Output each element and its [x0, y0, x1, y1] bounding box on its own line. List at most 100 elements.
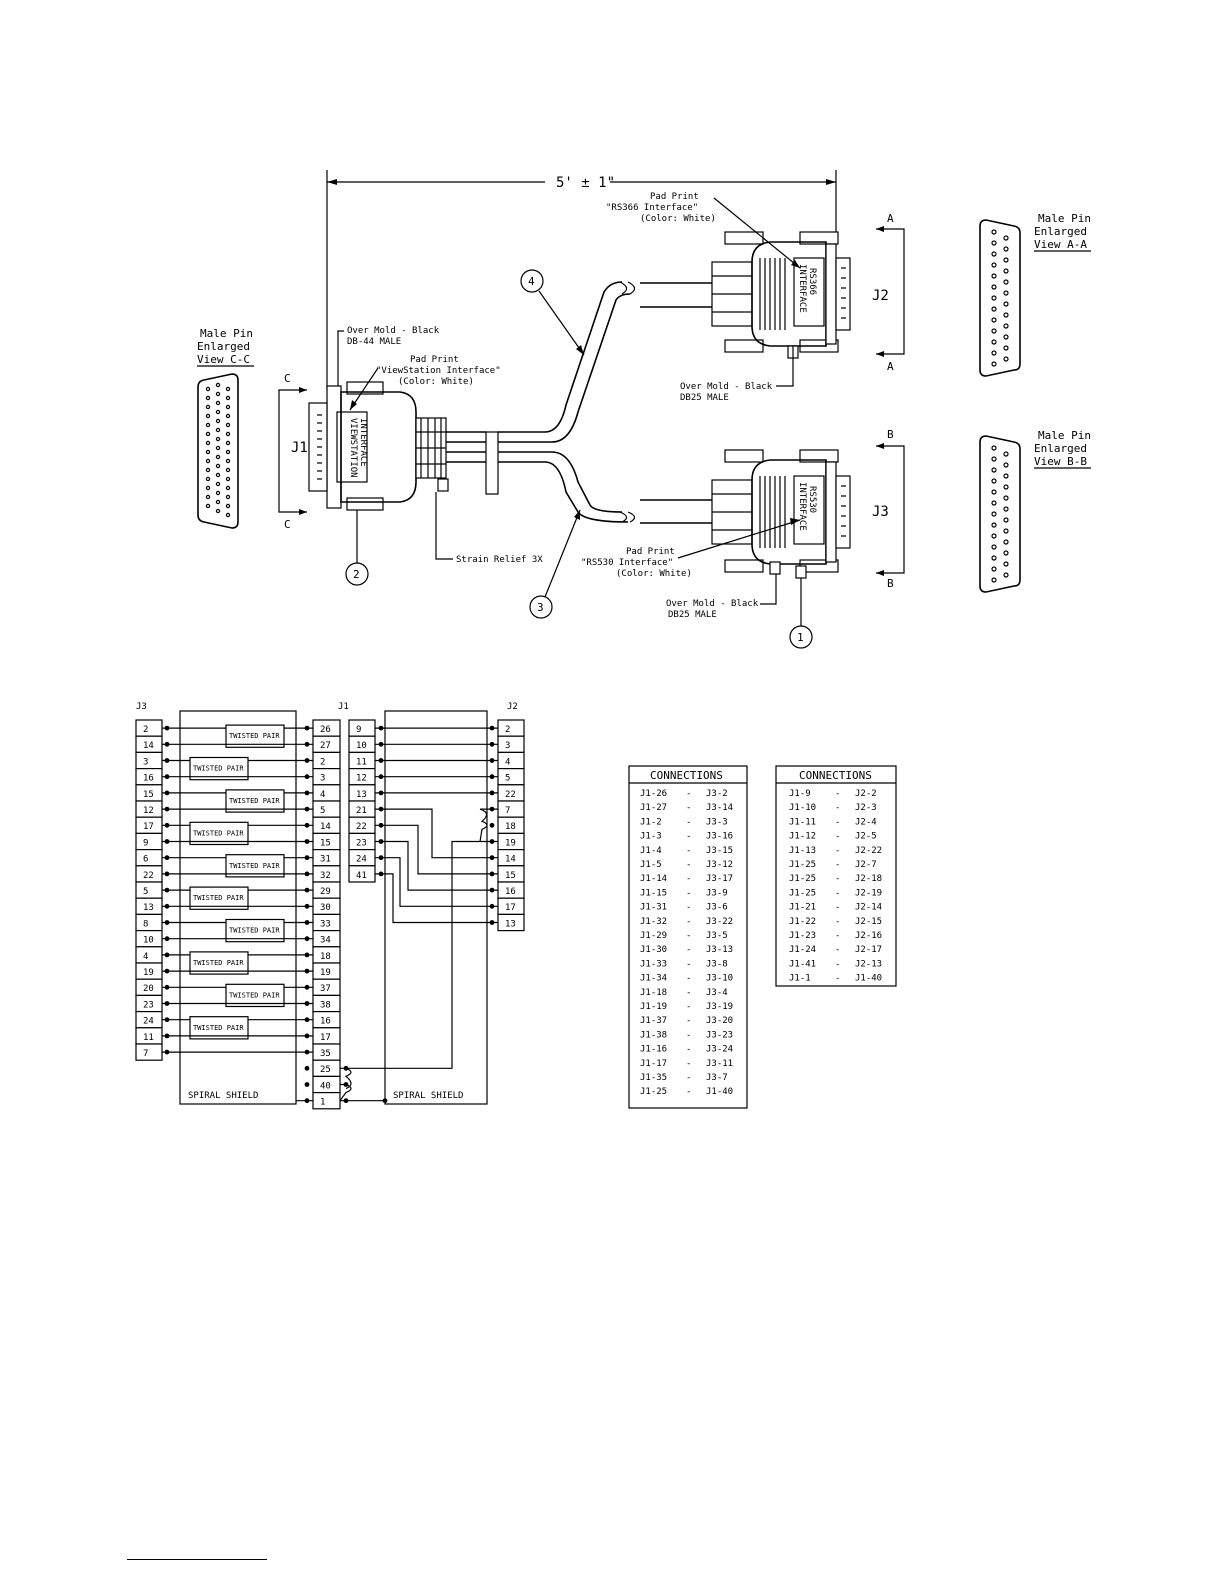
connections-j2-cell: -: [835, 959, 840, 969]
wire-end-dot: [489, 839, 495, 844]
wire-end-dot: [304, 1001, 310, 1006]
wire-end-dot: [378, 871, 384, 877]
connections-j3-cell: J3-3: [706, 817, 728, 827]
connections-j2-cell: -: [835, 931, 840, 941]
j1-left-pin-number: 17: [320, 1033, 331, 1043]
j3-padprint-line-2: "RS530 Interface": [581, 558, 673, 568]
j3-pin-number: 15: [143, 790, 154, 800]
view-cc-line-3: View C-C: [197, 353, 250, 366]
wire: [479, 808, 488, 842]
connections-j2-cell: -: [835, 803, 840, 813]
wire-end-dot: [304, 822, 310, 828]
connections-j2-cell: J1-25: [789, 874, 816, 884]
connections-j3-cell: -: [686, 1030, 691, 1040]
connections-j3-cell: J3-16: [706, 832, 733, 842]
connections-j3-cell: -: [686, 789, 691, 799]
j3-pin-box: [135, 913, 163, 932]
wire-end-dot: [378, 774, 384, 780]
wire-end-dot: [489, 725, 495, 731]
j3-label: J3: [872, 504, 889, 520]
j1-right-pin-number: 9: [356, 725, 361, 735]
j2-pin-number: 13: [505, 919, 516, 929]
j2-pin-number: 7: [505, 806, 510, 816]
j2-padprint-line-3: (Color: White): [640, 214, 716, 224]
connections-j2-cell: J1-13: [789, 846, 816, 856]
connections-j3-cell: -: [686, 803, 691, 813]
j3-pin-box: [135, 719, 163, 737]
schematic-j2-label: J2: [507, 702, 518, 712]
j3-pin-number: 11: [143, 1033, 154, 1043]
j1-left-pin-number: 16: [320, 1017, 331, 1027]
twisted-pair-label: TWISTED PAIR: [229, 732, 280, 740]
view-aa-line-1: Male Pin: [1038, 212, 1091, 225]
wire-end-dot: [343, 1098, 349, 1104]
wire-end-dot: [164, 790, 170, 796]
connections-j3-cell: J1-2: [640, 817, 662, 827]
connections-j3-cell: J1-14: [640, 874, 667, 884]
connections-j2-cell: J1-9: [789, 789, 811, 799]
j2-face-text-1: RS366: [807, 268, 817, 295]
view-aa-line-3: View A-A: [1034, 238, 1087, 251]
wire-end-dot: [304, 920, 310, 925]
connections-j2-cell: J1-41: [789, 959, 816, 969]
wire-end-dot: [304, 871, 310, 877]
connections-j3-cell: J3-20: [706, 1016, 733, 1026]
connections-j3-cell: J3-5: [706, 931, 728, 941]
j3-pin-number: 24: [143, 1017, 154, 1027]
connections-j3-cell: -: [686, 1059, 691, 1069]
connections-j2-cell: J2-7: [855, 860, 877, 870]
j2-pin-number: 16: [505, 887, 516, 897]
connections-j2-cell: J2-3: [855, 803, 877, 813]
connections-j3-cell: J1-19: [640, 1002, 667, 1012]
connections-j3-cell: -: [686, 974, 691, 984]
twisted-pair-box: TWISTED PAIR: [225, 918, 285, 943]
wire-end-dot: [164, 968, 170, 974]
twisted-pair-label: TWISTED PAIR: [193, 829, 244, 837]
connections-j2-cell: -: [835, 974, 840, 984]
j3-pin-number: 4: [143, 952, 148, 962]
wire-end-dot: [164, 936, 170, 942]
wire-end-dot: [489, 822, 495, 828]
view-bb-line-2: Enlarged: [1034, 442, 1087, 455]
j1-left-pin-number: 2: [320, 757, 325, 767]
j2-pin-box: [497, 767, 525, 786]
j1-padprint-line-3: (Color: White): [398, 377, 474, 387]
cable-breakout: [446, 281, 715, 524]
connections-j3-cell: -: [686, 1087, 691, 1097]
connections-j2-cell: J2-17: [855, 945, 882, 955]
j1-label: J1: [291, 440, 308, 456]
connections-j3-cell: J3-7: [706, 1073, 728, 1083]
j2-overmold-line-1: Over Mold - Black: [680, 382, 773, 392]
wire: [375, 824, 498, 875]
connections-j2-cell: -: [835, 832, 840, 842]
connections-j2-cell: -: [835, 903, 840, 913]
twisted-pair-box: TWISTED PAIR: [189, 886, 249, 910]
wire-end-dot: [378, 855, 384, 861]
j1-left-pin-box: [312, 784, 341, 802]
connections-j3-cell: -: [686, 1045, 691, 1055]
wire-end-dot: [489, 920, 495, 925]
j2-pin-number: 18: [505, 822, 516, 832]
j1-right-pin-number: 24: [356, 855, 367, 865]
wire: [375, 873, 498, 924]
j1-left-pin-number: 38: [320, 1000, 331, 1010]
connections-j2-cell: J1-23: [789, 931, 816, 941]
j3-pin-number: 10: [143, 936, 154, 946]
j1-left-pin-number: 37: [320, 984, 331, 994]
connections-j2-cell: J1-1: [789, 974, 811, 984]
j1-left-pin-number: 32: [320, 871, 331, 881]
callouts: Over Mold - Black DB-44 MALE Pad Print "…: [337, 192, 801, 620]
wire-end-dot: [489, 871, 495, 877]
connections-j2-cell: J1-21: [789, 903, 816, 913]
twisted-pair-box: TWISTED PAIR: [189, 756, 249, 781]
connections-j3-cell: J1-37: [640, 1016, 667, 1026]
wire-end-dot: [382, 1098, 388, 1104]
j2-pin-number: 17: [505, 903, 516, 913]
j1-right-pin-number: 13: [356, 790, 367, 800]
j1-left-pin-box: [312, 767, 341, 786]
j1-right-pin-number: 22: [356, 822, 367, 832]
j2-pin-box: [497, 800, 525, 818]
twisted-pair-label: TWISTED PAIR: [193, 894, 244, 902]
connections-j3-cell: J3-22: [706, 917, 733, 927]
connections-j3-cell: J1-15: [640, 888, 667, 898]
